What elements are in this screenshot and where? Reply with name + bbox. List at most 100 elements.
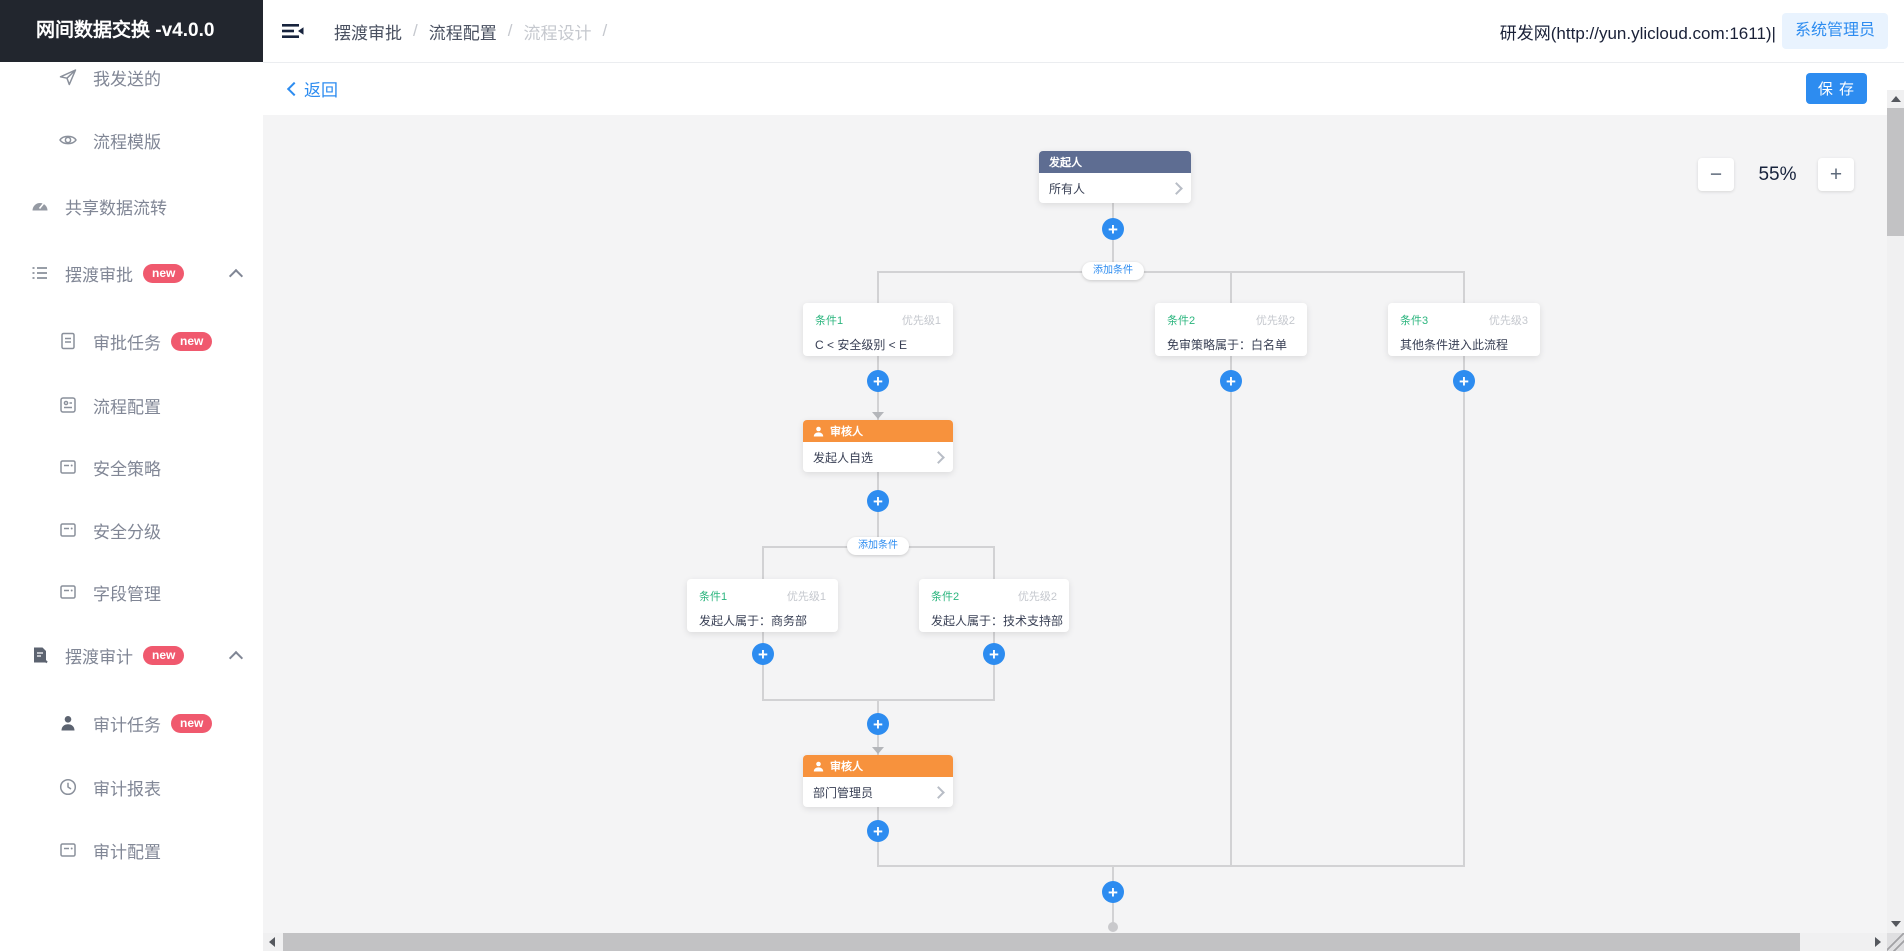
add-node-button[interactable]: + (983, 643, 1005, 665)
node-value: 部门管理员 (813, 785, 874, 800)
add-condition-button[interactable]: 添加条件 (847, 537, 909, 555)
add-node-button[interactable]: + (867, 490, 889, 512)
connector-line (1463, 271, 1465, 303)
breadcrumb-separator: / (413, 21, 418, 40)
node-value: 所有人 (1049, 181, 1086, 196)
add-node-button[interactable]: + (752, 643, 774, 665)
node-body[interactable]: 部门管理员 (803, 777, 953, 807)
sidebar-item-flow-config[interactable]: 流程配置 (0, 385, 263, 425)
new-badge: new (171, 713, 213, 733)
flow-node-condition-1[interactable]: 条件1 优先级1 C < 安全级别 < E (803, 303, 953, 356)
add-node-button[interactable]: + (1102, 218, 1124, 240)
breadcrumb-item[interactable]: 摆渡审批 (334, 23, 402, 43)
gauge-icon (30, 196, 50, 216)
send-icon (58, 67, 78, 87)
audit-doc-icon (30, 645, 50, 665)
person-icon (813, 761, 824, 771)
new-badge: new (143, 645, 185, 665)
sidebar-item-audit-reports[interactable]: 审计报表 (0, 767, 263, 807)
sidebar-item-ferry-approval[interactable]: 摆渡审批 new (0, 253, 263, 293)
add-condition-button[interactable]: 添加条件 (1082, 262, 1144, 280)
environment-label: 研发网(http://yun.ylicloud.com:1611)| (1499, 23, 1776, 43)
node-header: 审核人 (803, 420, 953, 442)
sidebar-item-label: 摆渡审计 (65, 647, 133, 667)
flow-node-condition-3[interactable]: 条件3 优先级3 其他条件进入此流程 (1388, 303, 1540, 356)
condition-text: 发起人属于：技术支持部 (931, 614, 1064, 628)
back-button[interactable]: 返回 (286, 76, 338, 101)
sidebar-item-ferry-audit[interactable]: 摆渡审计 new (0, 635, 263, 675)
add-node-button[interactable]: + (1220, 370, 1242, 392)
condition-tag: 条件1 (815, 315, 844, 327)
add-node-button[interactable]: + (867, 713, 889, 735)
back-icon (286, 81, 302, 97)
flow-node-approver-1[interactable]: 审核人 发起人自选 (803, 420, 953, 472)
horizontal-scrollbar-thumb[interactable] (283, 933, 1800, 951)
condition-tag: 条件3 (1400, 315, 1429, 327)
zoom-out-button[interactable]: − (1698, 158, 1734, 191)
new-badge: new (171, 331, 213, 351)
scrollbar-up-arrow[interactable] (1891, 96, 1901, 102)
arrow-down-icon (872, 412, 884, 419)
sidebar-item-label: 摆渡审批 (65, 265, 133, 285)
sidebar-item-flow-templates[interactable]: 流程模版 (0, 120, 263, 160)
connector-line (762, 546, 764, 579)
sidebar-item-label: 安全分级 (93, 522, 161, 542)
back-label: 返回 (304, 81, 338, 100)
condition-text: C < 安全级别 < E (815, 338, 908, 352)
vertical-scrollbar-thumb[interactable] (1887, 108, 1904, 236)
sidebar-item-field-management[interactable]: 字段管理 (0, 572, 263, 612)
node-value: 发起人自选 (813, 450, 874, 465)
sidebar-item-approval-tasks[interactable]: 审批任务 new (0, 321, 263, 361)
flow-node-approver-2[interactable]: 审核人 部门管理员 (803, 755, 953, 807)
add-node-button[interactable]: + (867, 370, 889, 392)
sidebar-item-audit-tasks[interactable]: 审计任务 new (0, 703, 263, 743)
chevron-up-icon[interactable] (228, 268, 244, 284)
save-button[interactable]: 保 存 (1805, 73, 1867, 104)
sidebar-item-security-policy[interactable]: 安全策略 (0, 447, 263, 487)
add-node-button[interactable]: + (1453, 370, 1475, 392)
sidebar: 网间数据交换 -v4.0.0 我发送的 流程模版 共享数据流转 摆渡审批 new… (0, 0, 263, 951)
document-icon (58, 331, 78, 351)
add-node-button[interactable]: + (867, 820, 889, 842)
horizontal-scrollbar[interactable] (263, 933, 1887, 951)
condition-priority: 优先级1 (901, 315, 941, 327)
breadcrumb-item-current: 流程设计 (523, 23, 592, 43)
collapse-sidebar-icon[interactable] (282, 22, 304, 40)
scrollbar-left-arrow[interactable] (269, 937, 275, 947)
breadcrumb: 摆渡审批 / 流程配置 / 流程设计 / (334, 19, 607, 44)
connector-line (877, 271, 879, 303)
flow-node-initiator[interactable]: 发起人 所有人 (1039, 151, 1191, 203)
add-node-button[interactable]: + (1102, 881, 1124, 903)
action-bar: 返回 保 存 (263, 62, 1904, 115)
condition-priority: 优先级2 (1255, 315, 1295, 327)
card-icon (58, 840, 78, 860)
vertical-scrollbar[interactable] (1887, 90, 1904, 933)
condition-priority: 优先级3 (1488, 315, 1528, 327)
sidebar-item-shared-data-flow[interactable]: 共享数据流转 (0, 186, 263, 226)
condition-text: 发起人属于：商务部 (699, 614, 808, 628)
condition-text: 其他条件进入此流程 (1400, 338, 1509, 352)
sidebar-item-label: 流程配置 (93, 397, 161, 417)
sidebar-item-security-grading[interactable]: 安全分级 (0, 510, 263, 550)
node-body[interactable]: 发起人自选 (803, 442, 953, 472)
header-right: 研发网(http://yun.ylicloud.com:1611)| 系统管理员 (1500, 13, 1888, 49)
zoom-in-button[interactable]: + (1818, 158, 1854, 191)
role-button[interactable]: 系统管理员 (1781, 13, 1888, 49)
scrollbar-right-arrow[interactable] (1875, 937, 1881, 947)
sidebar-item-my-sent[interactable]: 我发送的 (0, 57, 263, 97)
node-body[interactable]: 所有人 (1039, 173, 1191, 203)
breadcrumb-item[interactable]: 流程配置 (428, 23, 497, 43)
scrollbar-down-arrow[interactable] (1891, 921, 1901, 927)
flow-end-dot (1108, 922, 1118, 932)
eye-icon (58, 130, 78, 150)
sidebar-item-label: 共享数据流转 (65, 198, 167, 218)
chevron-up-icon[interactable] (228, 650, 244, 666)
condition-tag: 条件1 (699, 591, 728, 603)
sidebar-item-label: 审计报表 (93, 779, 161, 799)
sidebar-item-audit-config[interactable]: 审计配置 (0, 830, 263, 870)
card-icon (58, 457, 78, 477)
